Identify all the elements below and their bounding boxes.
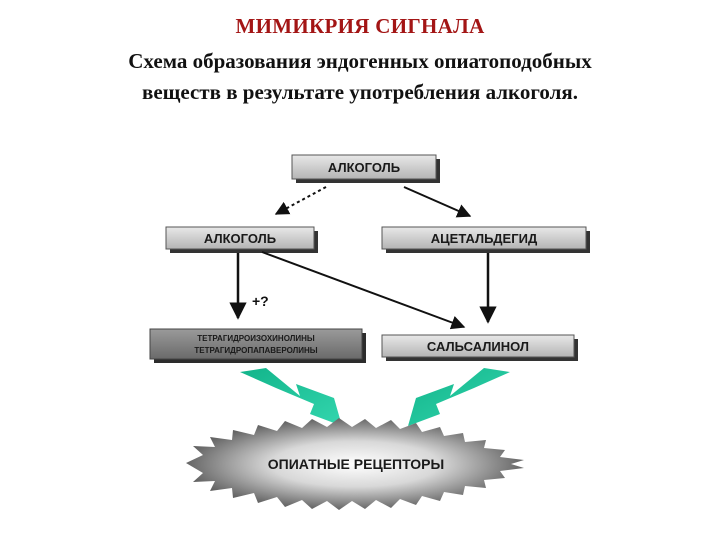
node-thiq-label-2: ТЕТРАГИДРОПАПАВЕРОЛИНЫ (194, 346, 317, 355)
plus-question-label: +? (252, 293, 269, 309)
green-arrow-right (408, 368, 510, 426)
node-acetaldehyde-label: АЦЕТАЛЬДЕГИД (431, 231, 538, 246)
node-alcohol-top-label: АЛКОГОЛЬ (328, 160, 400, 175)
green-arrow-left (240, 368, 342, 426)
receptor-label: ОПИАТНЫЕ РЕЦЕПТОРЫ (268, 456, 444, 472)
node-alcohol-left-label: АЛКОГОЛЬ (204, 231, 276, 246)
node-acetaldehyde: АЦЕТАЛЬДЕГИД (381, 226, 590, 253)
node-alcohol-top: АЛКОГОЛЬ (291, 154, 440, 183)
arrow-left-to-salsolinol (261, 251, 466, 330)
arrow-top-to-left-dotted (274, 186, 327, 215)
node-alcohol-left: АЛКОГОЛЬ (165, 226, 318, 253)
arrow-top-to-right (403, 186, 472, 218)
receptor-starburst: ОПИАТНЫЕ РЕЦЕПТОРЫ (186, 418, 524, 510)
subtitle-line-2: веществ в результате употребления алкого… (142, 80, 578, 104)
node-tetrahydroisoquinolines: ТЕТРАГИДРОИЗОХИНОЛИНЫ ТЕТРАГИДРОПАПАВЕРО… (149, 328, 366, 363)
slide-title: МИМИКРИЯ СИГНАЛА (235, 14, 485, 38)
slide-subtitle: Схема образования эндогенных опиатоподоб… (60, 46, 660, 108)
node-salsolinol: САЛЬСАЛИНОЛ (381, 334, 578, 361)
node-salsolinol-label: САЛЬСАЛИНОЛ (427, 339, 529, 354)
node-thiq-label-1: ТЕТРАГИДРОИЗОХИНОЛИНЫ (197, 334, 315, 343)
subtitle-line-1: Схема образования эндогенных опиатоподоб… (128, 49, 592, 73)
